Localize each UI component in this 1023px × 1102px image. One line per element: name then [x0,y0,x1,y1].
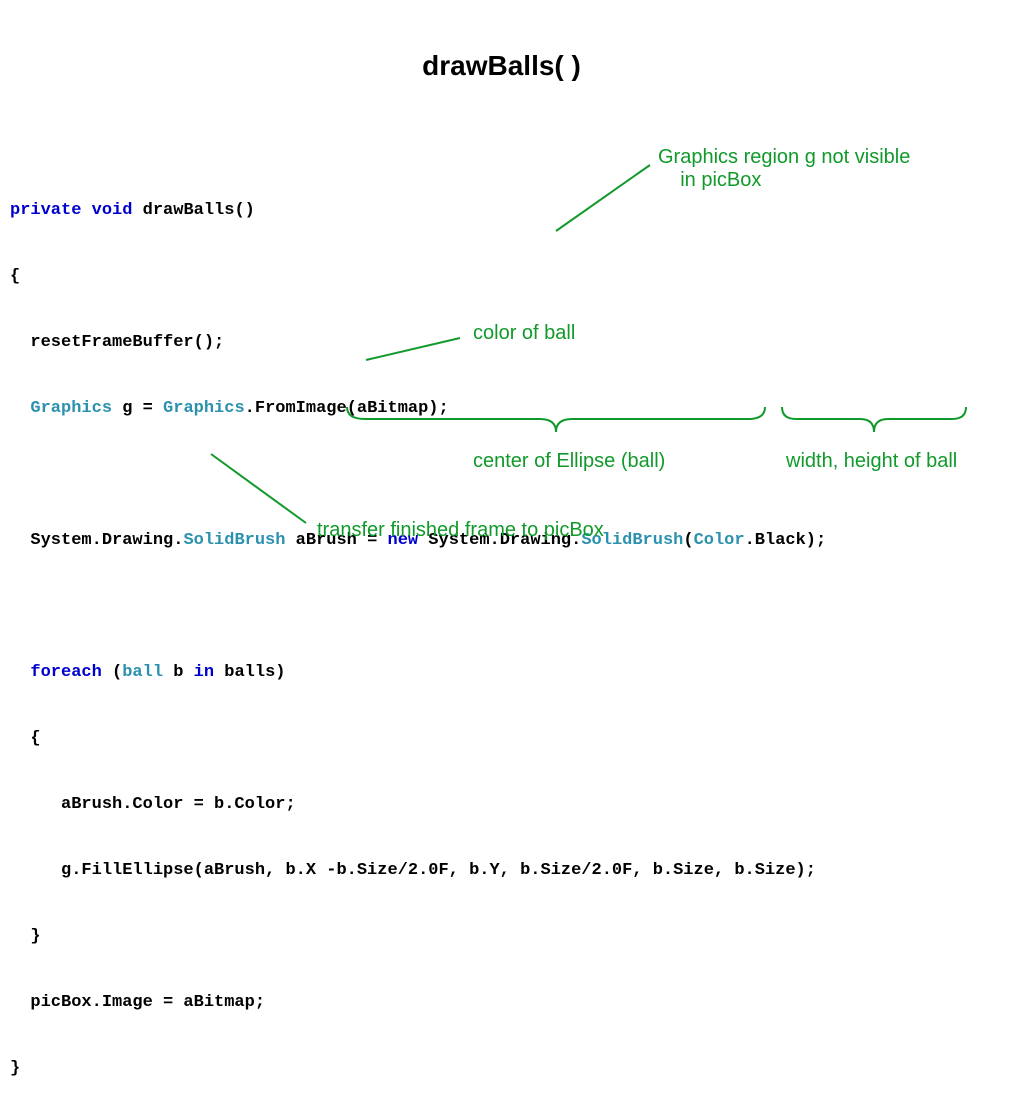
code-text: ( [683,531,694,550]
annotation-color-of-ball: color of ball [473,322,576,344]
code-text: aBrush = [285,531,388,550]
code-line-11: g.FillEllipse(aBrush, b.X -b.Size/2.0F, … [10,861,816,880]
code-line-1: private void drawBalls() [10,200,826,222]
keyword: foreach [30,663,102,682]
code-line-2: { [10,267,21,286]
code-text: System.Drawing. [10,531,184,550]
code-text: balls) [214,663,286,682]
type-name: SolidBrush [581,531,684,550]
callout-line-transfer [210,453,307,524]
annotation-transfer-frame: transfer finished frame to picBox [317,519,604,541]
annotation-graphics-region: Graphics region g not visible in picBox [658,146,911,191]
keyword: private [10,201,82,220]
code-line-4: Graphics g = Graphics.FromImage(aBitmap)… [10,398,826,420]
annotation-lines [210,164,967,524]
code-line-12: } [10,927,41,946]
brace-size [781,406,967,433]
annotation-width-height: width, height of ball [786,450,958,472]
code-text: b [163,663,194,682]
code-text: drawBalls() [132,201,255,220]
keyword: new [387,531,419,550]
code-line-8: foreach (ball b in balls) [10,662,826,684]
code-text: g = [112,399,164,418]
callout-line-graphics [555,164,651,232]
code-line-10: aBrush.Color = b.Color; [10,795,296,814]
type-name: SolidBrush [183,531,286,550]
type-name: Graphics [30,399,113,418]
code-text: .Black); [744,531,827,550]
type-name: Color [693,531,745,550]
code-line-6: System.Drawing.SolidBrush aBrush = new S… [10,530,826,552]
code-text: ( [101,663,123,682]
type-name: ball [122,663,164,682]
keyword: in [193,663,215,682]
code-line-13: picBox.Image = aBitmap; [10,993,266,1012]
brace-center [346,406,766,433]
annotation-center-of-ellipse: center of Ellipse (ball) [473,450,666,472]
code-text: System.Drawing. [418,531,582,550]
slide-title: drawBalls( ) [422,50,581,81]
code-line-14: } [10,1059,21,1078]
code-line-3: resetFrameBuffer(); [10,333,225,352]
code-line-9: { [10,729,41,748]
callout-line-color [365,337,461,361]
keyword: void [91,201,133,220]
type-name: Graphics [163,399,245,418]
